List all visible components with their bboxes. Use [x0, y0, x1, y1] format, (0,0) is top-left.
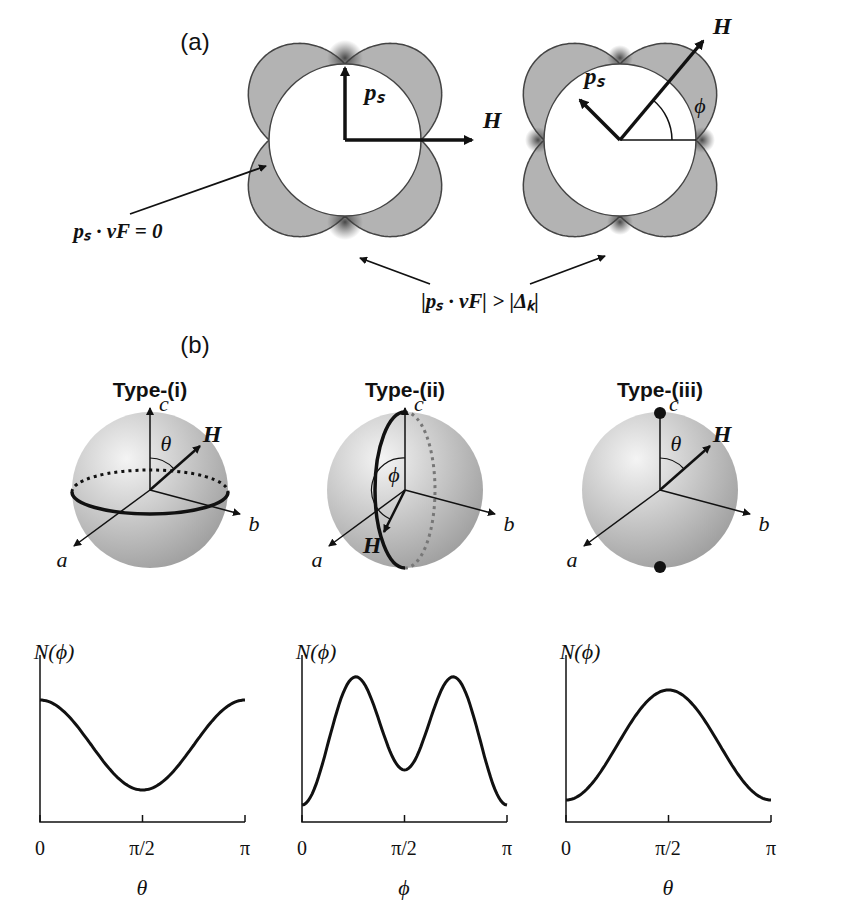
panel-label: (a): [180, 29, 209, 55]
tick: [770, 815, 772, 822]
type-title: Type-(iii): [617, 378, 703, 401]
axis-label: b: [504, 512, 515, 536]
dos-curve: [566, 690, 771, 800]
tick: [668, 815, 670, 822]
vector-label: H: [203, 421, 222, 447]
plot-axes: [302, 655, 507, 822]
tick: [506, 815, 508, 822]
tick-label: 0: [297, 837, 307, 859]
tick: [244, 815, 246, 822]
angle-label: ϕ: [388, 463, 399, 487]
tick: [301, 815, 303, 822]
tick-label: π: [502, 837, 512, 859]
plot-axes: [40, 655, 245, 822]
axis-label: a: [567, 548, 578, 572]
axis-label: a: [312, 548, 323, 572]
tick-label: 0: [561, 837, 571, 859]
tick-label: π/2: [655, 837, 681, 859]
dos-curve: [40, 700, 245, 790]
axis-label: b: [759, 512, 770, 536]
plot-axes: [566, 655, 771, 822]
axis-title: θ: [663, 876, 674, 900]
tick: [404, 815, 406, 822]
vector-label: H: [713, 13, 732, 39]
type-title: Type-(i): [113, 378, 187, 401]
equation-label: pₛ · vF = 0: [73, 220, 162, 243]
axis-label: b: [249, 512, 260, 536]
axis-title: ϕ: [398, 876, 409, 900]
axis-title: N(ϕ): [560, 640, 601, 664]
tick-label: π/2: [129, 837, 155, 859]
axis-title: N(ϕ): [34, 640, 75, 664]
tick: [39, 815, 41, 822]
dos-curve: [302, 677, 507, 805]
vector-label: H: [713, 421, 732, 447]
angle-label: θ: [161, 432, 172, 456]
angle-label: θ: [671, 432, 682, 456]
type-title: Type-(ii): [365, 378, 445, 401]
vector-label: pₛ: [365, 79, 384, 105]
tick-label: π/2: [391, 837, 417, 859]
vector-label: H: [363, 532, 382, 558]
axis-title: θ: [137, 876, 148, 900]
vector-label: H: [483, 107, 502, 133]
panel-label: (b): [180, 332, 209, 358]
axis-label: c: [414, 392, 424, 416]
angle-label: ϕ: [694, 94, 705, 118]
tick: [142, 815, 144, 822]
fermi-circle: [544, 64, 696, 216]
axis-label: c: [159, 392, 169, 416]
gap-clover: [523, 43, 716, 236]
axis-title: N(ϕ): [296, 640, 337, 664]
equation-label: |pₛ · vF| > |Δₖ|: [421, 290, 539, 313]
axis-label: c: [669, 392, 679, 416]
tick-label: π: [240, 837, 250, 859]
axis-label: a: [57, 548, 68, 572]
vector-label: pₛ: [585, 63, 604, 89]
tick: [565, 815, 567, 822]
tick-label: π: [766, 837, 776, 859]
tick-label: 0: [35, 837, 45, 859]
